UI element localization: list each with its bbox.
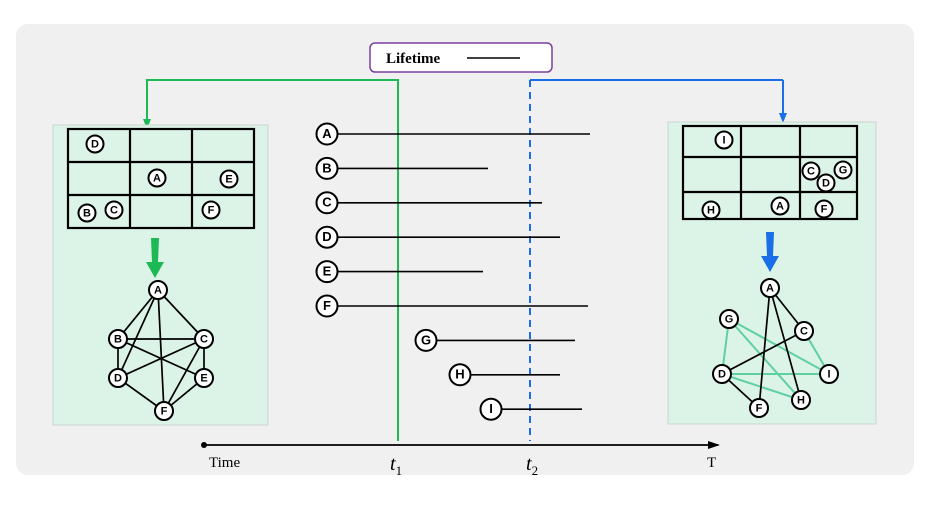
left-graph-node-a-label: A bbox=[154, 284, 162, 296]
right-graph-node-d-label: D bbox=[718, 368, 726, 380]
right-grid-node-c: C bbox=[801, 161, 821, 181]
left-graph-node-c: C bbox=[194, 329, 214, 349]
right-grid-node-g-label: G bbox=[839, 164, 848, 176]
left-grid-node-f: F bbox=[201, 200, 221, 220]
lifetime-node-d-label: D bbox=[322, 229, 331, 244]
lifetime-node-i: I bbox=[479, 397, 503, 421]
lifetime-node-i-label: I bbox=[489, 401, 493, 416]
right-grid-node-h: H bbox=[701, 200, 721, 220]
left-grid-node-c-label: C bbox=[110, 204, 118, 216]
left-graph-node-a: A bbox=[148, 280, 168, 300]
right-graph-node-a: A bbox=[760, 278, 780, 298]
left-grid-node-d: D bbox=[85, 134, 105, 154]
right-edge-green-g-i bbox=[728, 318, 830, 375]
right-graph-node-f: F bbox=[749, 398, 769, 418]
right-graph-node-d: D bbox=[712, 364, 732, 384]
right-grid-node-f-label: F bbox=[821, 203, 828, 215]
left-grid-node-d-label: D bbox=[91, 138, 99, 150]
right-graph-node-i: I bbox=[819, 364, 839, 384]
left-grid-node-a: A bbox=[147, 168, 167, 188]
right-grid-node-a: A bbox=[770, 196, 790, 216]
left-edge-c-d bbox=[117, 338, 205, 379]
lifetime-bars: A B C D E F G H I bbox=[315, 122, 590, 421]
left-grid-node-b: B bbox=[77, 203, 97, 223]
right-edge-green-g-h bbox=[728, 318, 802, 401]
left-grid-node-a-label: A bbox=[153, 172, 161, 184]
lifetime-node-b: B bbox=[315, 156, 339, 180]
lifetime-node-b-label: B bbox=[322, 160, 331, 175]
lifetime-node-a-label: A bbox=[322, 126, 332, 141]
lifetime-node-h: H bbox=[448, 363, 472, 387]
left-edge-a-d bbox=[117, 289, 159, 379]
lifetime-node-e-label: E bbox=[323, 264, 332, 279]
lifetime-node-f-label: F bbox=[323, 298, 331, 313]
right-grid-node-i: I bbox=[714, 130, 734, 150]
right-grid-node-d: D bbox=[816, 173, 836, 193]
right-edge-a-h bbox=[769, 287, 802, 401]
right-grid-node-f: F bbox=[814, 199, 834, 219]
right-graph-node-f-label: F bbox=[756, 402, 763, 414]
left-grid-node-e-label: E bbox=[225, 173, 232, 185]
axis-end-label: T bbox=[707, 455, 716, 471]
lifetime-node-g: G bbox=[414, 328, 438, 352]
left-graph-node-b: B bbox=[108, 329, 128, 349]
lifetime-node-d: D bbox=[315, 225, 339, 249]
lifetime-node-e: E bbox=[315, 260, 339, 284]
lifetime-node-c-label: C bbox=[322, 195, 332, 210]
left-grid bbox=[66, 127, 256, 230]
right-graph-node-g: G bbox=[719, 309, 739, 329]
left-graph-node-e: E bbox=[194, 368, 214, 388]
left-graph-node-d-label: D bbox=[114, 372, 122, 384]
lifetime-node-h-label: H bbox=[455, 367, 464, 382]
left-graph-node-f: F bbox=[154, 401, 174, 421]
legend-label: Lifetime bbox=[386, 51, 440, 67]
right-grid-node-g: G bbox=[833, 160, 853, 180]
left-grid-node-e: E bbox=[219, 169, 239, 189]
t2-label: t2 bbox=[526, 453, 538, 478]
left-edge-a-f bbox=[157, 289, 165, 412]
left-grid-node-c: C bbox=[104, 200, 124, 220]
right-graph-node-c: C bbox=[794, 321, 814, 341]
left-graph-node-c-label: C bbox=[200, 333, 208, 345]
right-grid-node-h-label: H bbox=[707, 204, 715, 216]
left-graph-node-b-label: B bbox=[114, 333, 122, 345]
left-panel: D A E B C F A B C D E F bbox=[52, 124, 269, 426]
lifetime-node-g-label: G bbox=[421, 332, 431, 347]
left-graph-node-f-label: F bbox=[161, 405, 168, 417]
t1-label: t1 bbox=[390, 453, 402, 478]
right-graph-node-h: H bbox=[791, 390, 811, 410]
right-graph-node-a-label: A bbox=[766, 282, 774, 294]
left-graph-node-e-label: E bbox=[200, 372, 207, 384]
left-edge-a-b bbox=[117, 289, 159, 340]
right-graph-node-g-label: G bbox=[725, 313, 734, 325]
right-grid-node-a-label: A bbox=[776, 200, 784, 212]
left-grid-node-b-label: B bbox=[83, 207, 91, 219]
left-grid-node-f-label: F bbox=[208, 204, 215, 216]
right-graph-node-c-label: C bbox=[800, 325, 808, 337]
left-edge-c-f bbox=[163, 338, 205, 412]
lifetime-node-c: C bbox=[315, 191, 339, 215]
right-edge-a-f bbox=[758, 287, 771, 409]
axis-start-label: Time bbox=[209, 455, 240, 471]
lifetime-node-a: A bbox=[315, 122, 339, 146]
left-down-arrow-icon bbox=[146, 238, 164, 278]
time-axis: Time t1 t2 T bbox=[201, 441, 720, 478]
left-edge-a-c bbox=[157, 289, 205, 340]
right-graph-node-h-label: H bbox=[797, 394, 805, 406]
legend-box: Lifetime bbox=[369, 42, 553, 73]
right-down-arrow-icon bbox=[761, 232, 779, 272]
right-grid-node-i-label: I bbox=[722, 134, 725, 146]
right-grid-node-c-label: C bbox=[807, 165, 815, 177]
lifetime-node-f: F bbox=[315, 294, 339, 318]
left-graph-node-d: D bbox=[108, 368, 128, 388]
right-graph-node-i-label: I bbox=[827, 368, 830, 380]
right-grid-node-d-label: D bbox=[822, 177, 830, 189]
right-edge-c-d bbox=[721, 330, 805, 375]
